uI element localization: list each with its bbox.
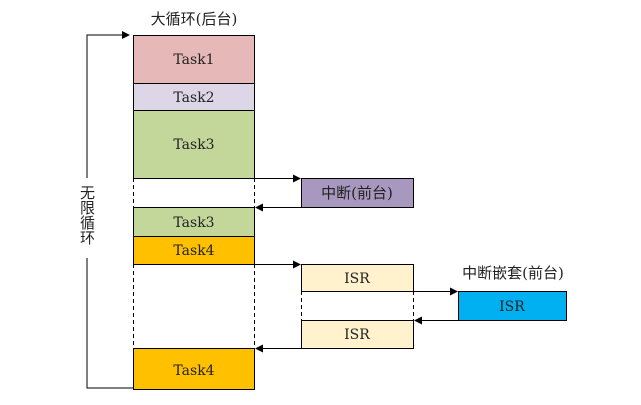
gap-dashes bbox=[133, 178, 414, 348]
task3-label: Task3 bbox=[173, 137, 214, 153]
background-loop-title: 大循环(后台) bbox=[151, 10, 238, 28]
isr-2-label: ISR bbox=[344, 327, 370, 343]
nested-isr-label: ISR bbox=[499, 299, 525, 315]
infinite-loop-label: 无限循环 bbox=[78, 185, 96, 245]
task2-label: Task2 bbox=[173, 90, 214, 106]
isr-1-label: ISR bbox=[344, 271, 370, 287]
task4-resume-block bbox=[133, 348, 255, 390]
nested-isr-block bbox=[458, 291, 567, 321]
interrupt-block bbox=[301, 178, 414, 208]
task3-resume-block bbox=[133, 207, 255, 237]
interrupt-label: 中断(前台) bbox=[321, 184, 393, 202]
task4-block bbox=[133, 236, 255, 265]
isr-block-1 bbox=[301, 264, 414, 292]
task1-block bbox=[133, 35, 255, 84]
task1-label: Task1 bbox=[173, 52, 214, 68]
nested-interrupt-title: 中断嵌套(前台) bbox=[462, 264, 564, 282]
task3-resume-label: Task3 bbox=[173, 215, 214, 231]
task4-label: Task4 bbox=[173, 243, 214, 259]
task4-resume-label: Task4 bbox=[173, 363, 214, 379]
task3-block bbox=[133, 110, 255, 179]
flow-arrows bbox=[254, 174, 458, 353]
isr-block-2 bbox=[301, 320, 414, 349]
